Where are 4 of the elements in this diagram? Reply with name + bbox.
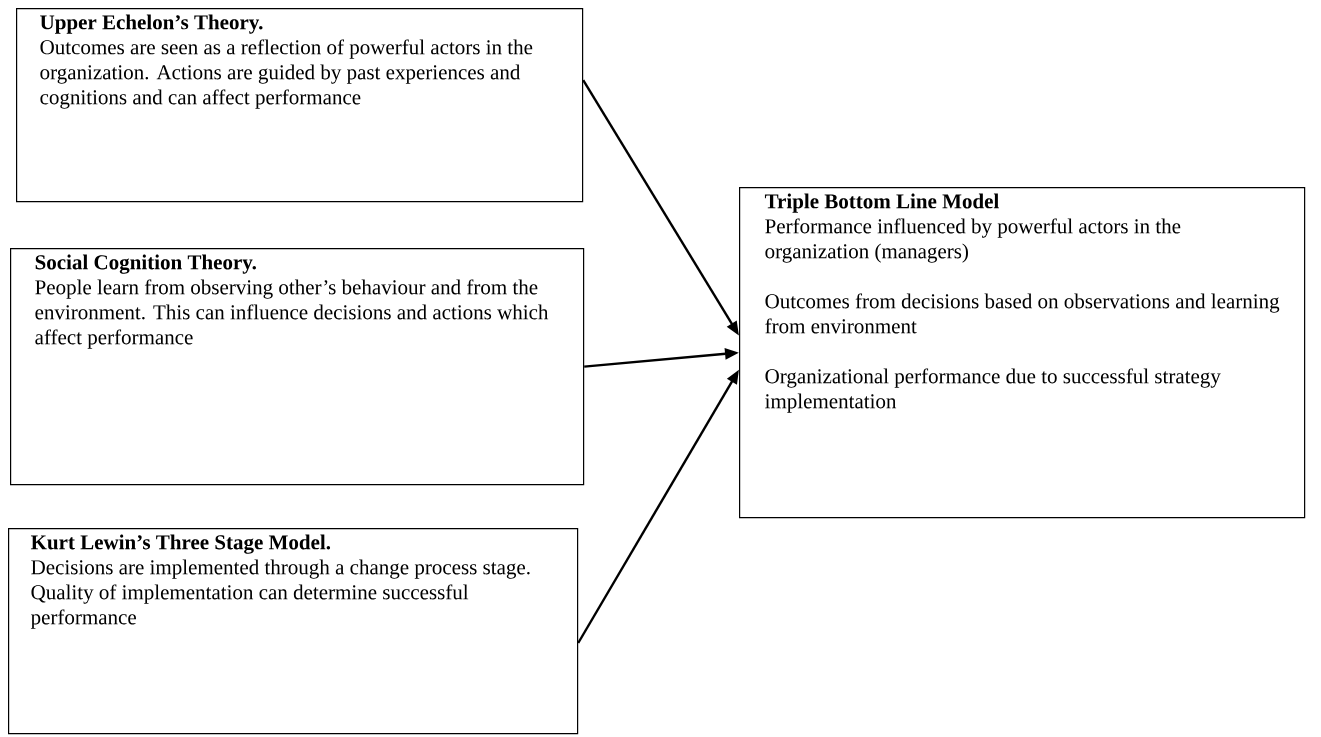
text-box: Triple Bottom Line Model Performance influenced by powerful actors in the organization (managers) Outcomes from decisions based on observations and learning from environment Organizational performance due to successful strategy implementation <box>739 187 1306 519</box>
text-box: Upper Echelon’s Theory. Outcomes are seen as a reflection of powerful actors in the organization. Actions are guided by past experiences and cognitions and can affect performance <box>16 8 584 203</box>
text-box: Kurt Lewin’s Three Stage Model. Decisions are implemented through a change process stage. Quality of implementation can determine successful performance <box>8 528 579 735</box>
text-box: Social Cognition Theory. People learn from observing other’s behaviour and from the environment. This can influence decisions and actions which affect performance <box>10 248 585 486</box>
